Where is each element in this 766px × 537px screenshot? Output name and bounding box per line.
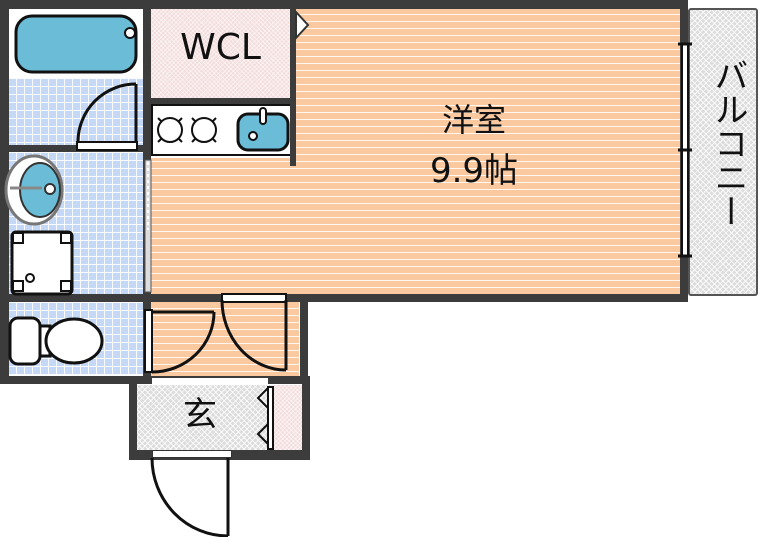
balcony-label: バルコニー [708, 58, 748, 228]
corridor-floor [151, 302, 299, 378]
wall-entrance-left [129, 378, 137, 460]
kitchen-sink-icon [236, 107, 290, 152]
washbasin-icon [4, 154, 64, 226]
balcony-window-icon [678, 42, 692, 258]
western-room-name: 洋室 [441, 101, 506, 139]
washing-machine-pan-icon [10, 230, 74, 296]
entrance-label: 玄 [183, 395, 217, 435]
wall-wcl-bottom [151, 98, 296, 104]
bathtub-icon [14, 14, 138, 74]
sliding-partition-icon [144, 159, 152, 293]
entry-door-icon [150, 457, 230, 537]
corridor-opening [152, 378, 268, 384]
wall-left [0, 0, 9, 384]
wall-wash-bottom [0, 294, 682, 302]
wall-top [0, 0, 682, 9]
stove-icon [157, 117, 217, 143]
wcl-label: WCL [180, 27, 261, 68]
toilet-door-icon [144, 309, 216, 374]
shoe-cabinet-floor [272, 385, 302, 450]
wcl-door-marker-icon [295, 9, 310, 41]
wall-wcl-right [290, 0, 296, 166]
bath-door-icon [76, 82, 138, 151]
bathroom-floor [8, 78, 145, 146]
entrance-door-opening [152, 450, 232, 458]
wall-entrance-right [302, 378, 310, 460]
shoe-cabinet-icon [256, 386, 274, 450]
walk-in-closet-floor [151, 8, 290, 100]
entrance-floor [137, 385, 272, 450]
toilet-icon [8, 316, 104, 366]
balcony-floor [688, 8, 758, 296]
wall-closet-right [300, 294, 308, 384]
wall-bath-bottom [0, 145, 145, 152]
western-room-size: 9.9帖 [429, 151, 519, 191]
closet-door-icon [220, 293, 288, 372]
